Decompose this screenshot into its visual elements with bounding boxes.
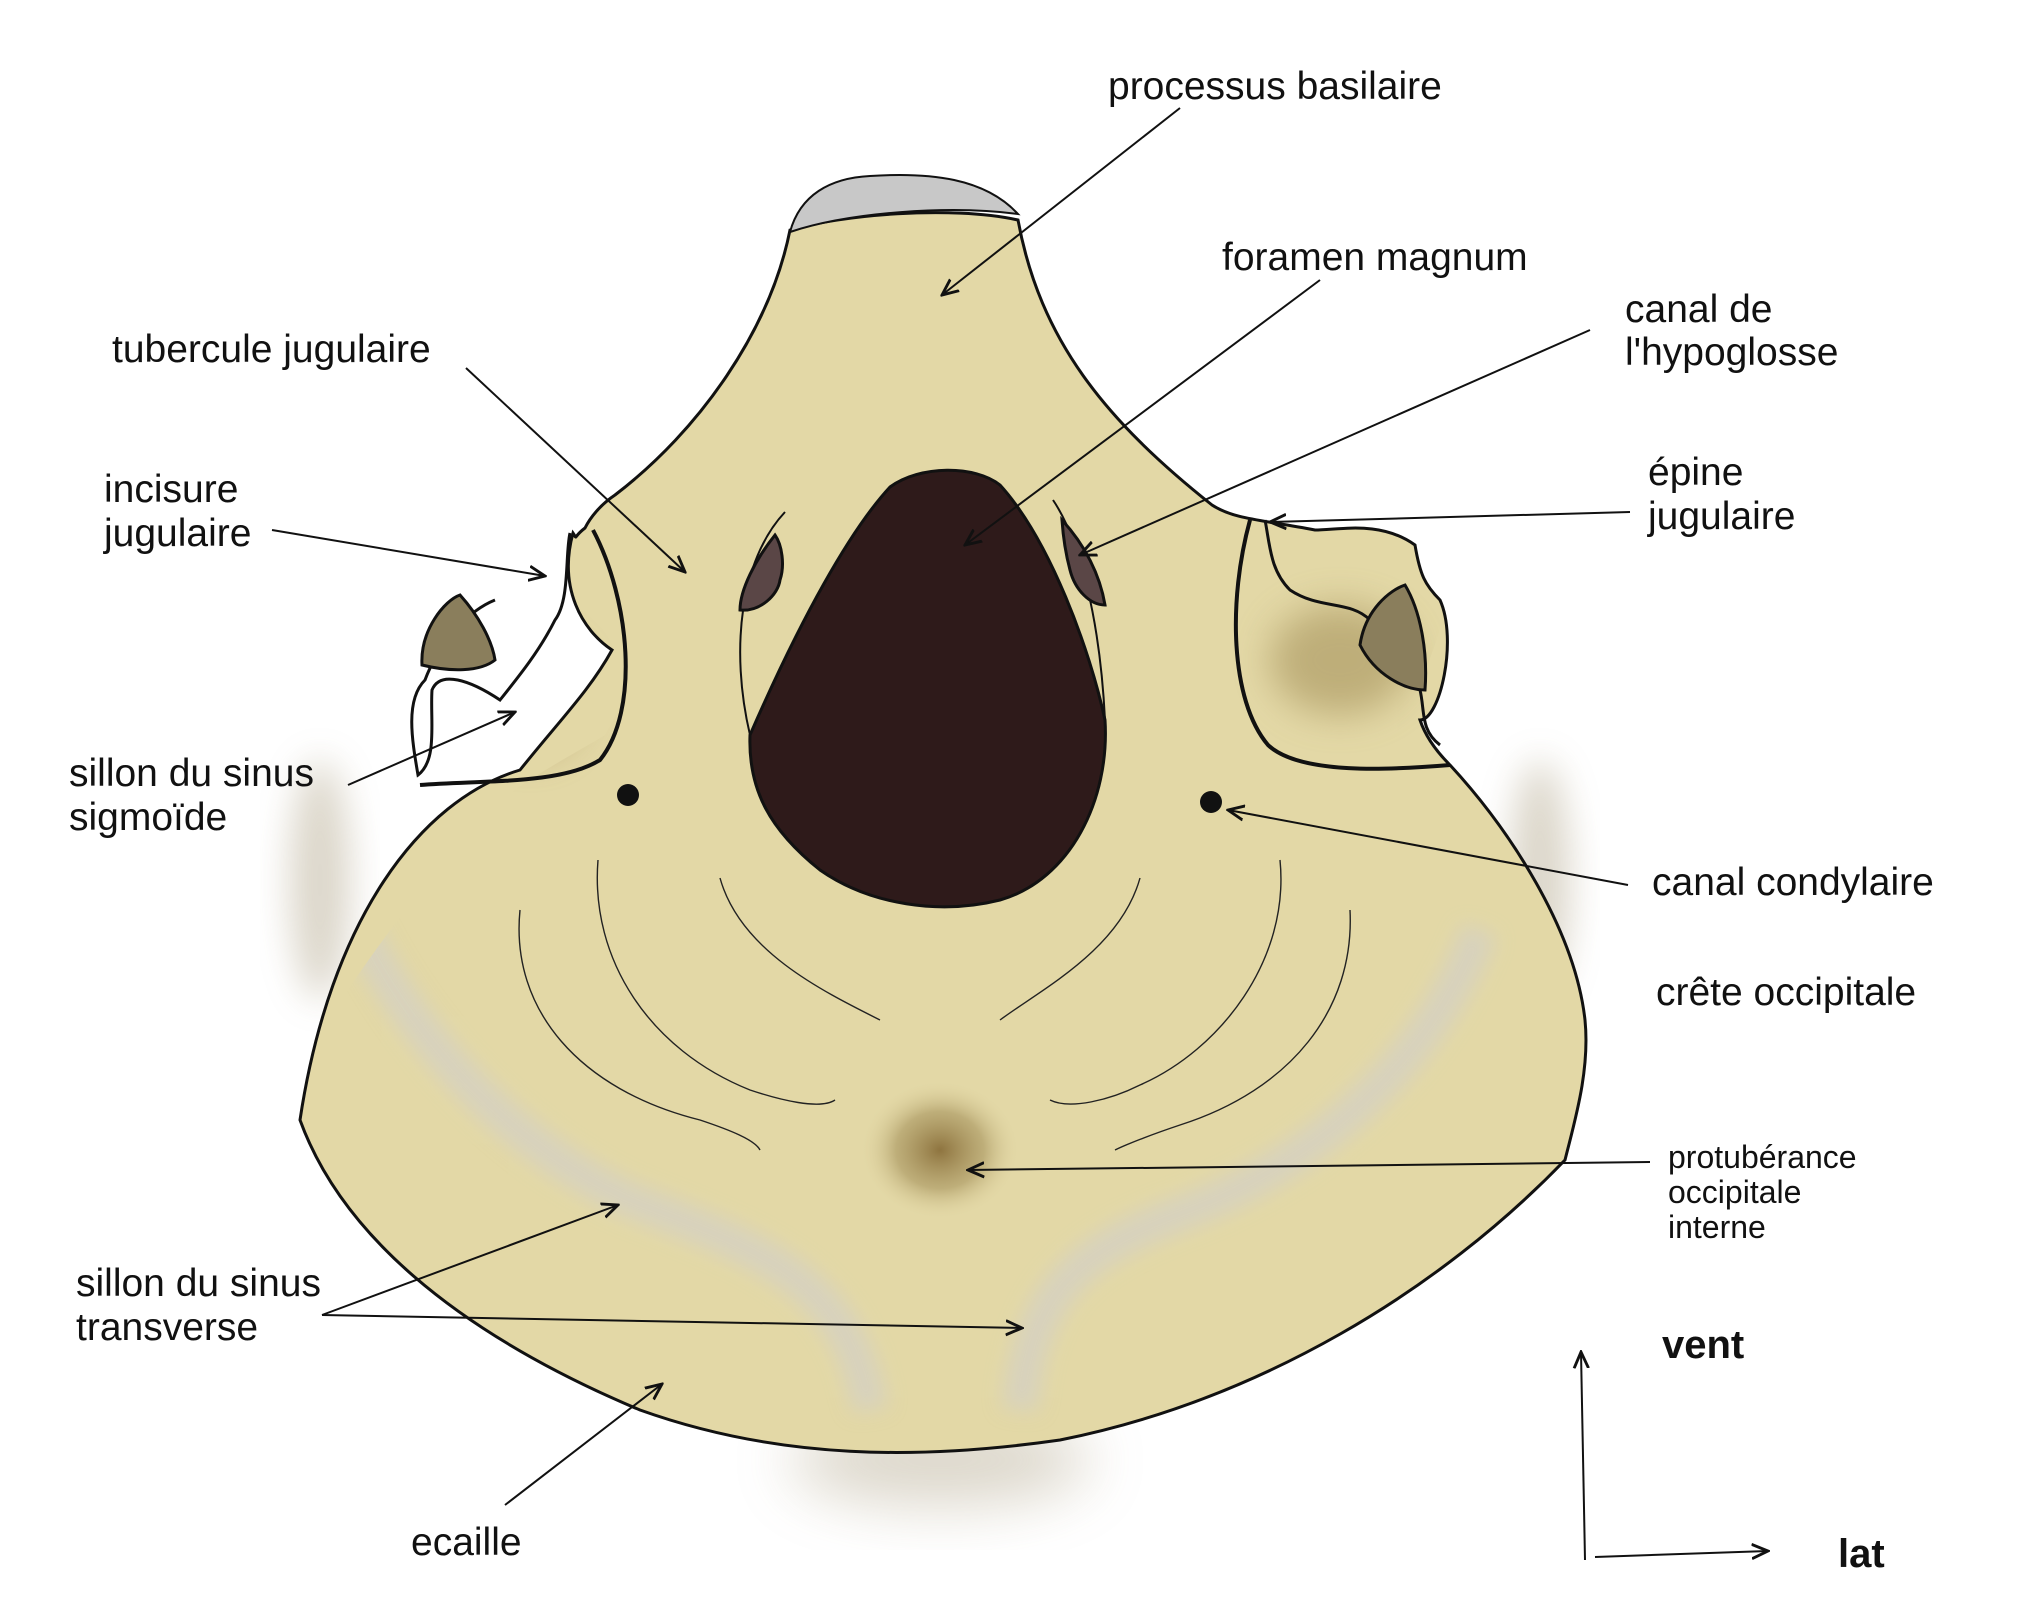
label-sillon-sigmoide-line2: sigmoïde [69, 796, 227, 839]
basilar-process-tip [788, 173, 1021, 234]
label-canal-condylaire: canal condylaire [1652, 861, 1934, 904]
label-tubercule-jugulaire: tubercule jugulaire [112, 328, 431, 371]
leader-epine-jugulaire [1270, 511, 1631, 522]
left-hypoglossal-canal [738, 532, 784, 612]
label-foramen-magnum: foramen magnum [1222, 236, 1528, 279]
leader-transverse-2 [321, 1314, 1022, 1328]
label-orientation-lat: lat [1838, 1532, 1885, 1576]
label-canal-hypoglosse-line1: canal de [1625, 288, 1772, 331]
vent-axis-arrow [1581, 1352, 1585, 1561]
label-processus-basilaire: processus basilaire [1108, 65, 1442, 108]
label-crete-occipitale: crête occipitale [1656, 971, 1916, 1014]
leader-lines [271, 107, 1651, 1506]
leader-tubercule-jugulaire [465, 367, 685, 572]
label-sillon-sigmoide-line1: sillon du sinus [69, 752, 314, 795]
leader-canal-condylaire [1228, 810, 1629, 886]
label-protuberance-line2: occipitale [1668, 1174, 1801, 1210]
left-jugular-notch [410, 532, 572, 778]
leader-canal-hypoglosse [1080, 329, 1591, 555]
label-incisure-jugulaire-line2: jugulaire [103, 512, 251, 555]
label-epine-jugulaire-line1: épine [1648, 451, 1743, 494]
leader-ecaille [504, 1384, 662, 1506]
leader-foramen-magnum [965, 279, 1321, 545]
leader-processus-basilaire [942, 107, 1181, 295]
label-ecaille: ecaille [411, 1521, 522, 1564]
leader-protuberance [968, 1161, 1651, 1170]
left-condylar-canal [617, 784, 639, 806]
lat-axis-arrow [1594, 1551, 1768, 1557]
right-condylar-canal [1200, 791, 1222, 813]
occipital-crest-lines [518, 859, 1351, 1151]
label-orientation-vent: vent [1662, 1323, 1744, 1367]
label-protuberance-line3: interne [1668, 1209, 1766, 1245]
right-paramastoid-process [1358, 583, 1428, 692]
label-sillon-transverse-line2: transverse [76, 1306, 258, 1349]
leader-incisure-jugulaire [271, 529, 545, 576]
label-epine-jugulaire-line2: jugulaire [1647, 495, 1795, 538]
leader-transverse-1 [321, 1205, 618, 1316]
leader-sillon-sigmoide [347, 712, 515, 786]
right-sigmoid-rim [1233, 519, 1451, 771]
left-paramastoid-process [420, 593, 497, 672]
orientation-axes [1581, 1352, 1768, 1560]
foramen-magnum [748, 468, 1107, 909]
label-incisure-jugulaire-line1: incisure [104, 468, 238, 511]
label-canal-hypoglosse-line2: l'hypoglosse [1625, 331, 1838, 374]
label-sillon-transverse-line1: sillon du sinus [76, 1262, 321, 1305]
left-sigmoid-rim [419, 529, 628, 787]
label-protuberance-line1: protubérance [1668, 1139, 1857, 1175]
